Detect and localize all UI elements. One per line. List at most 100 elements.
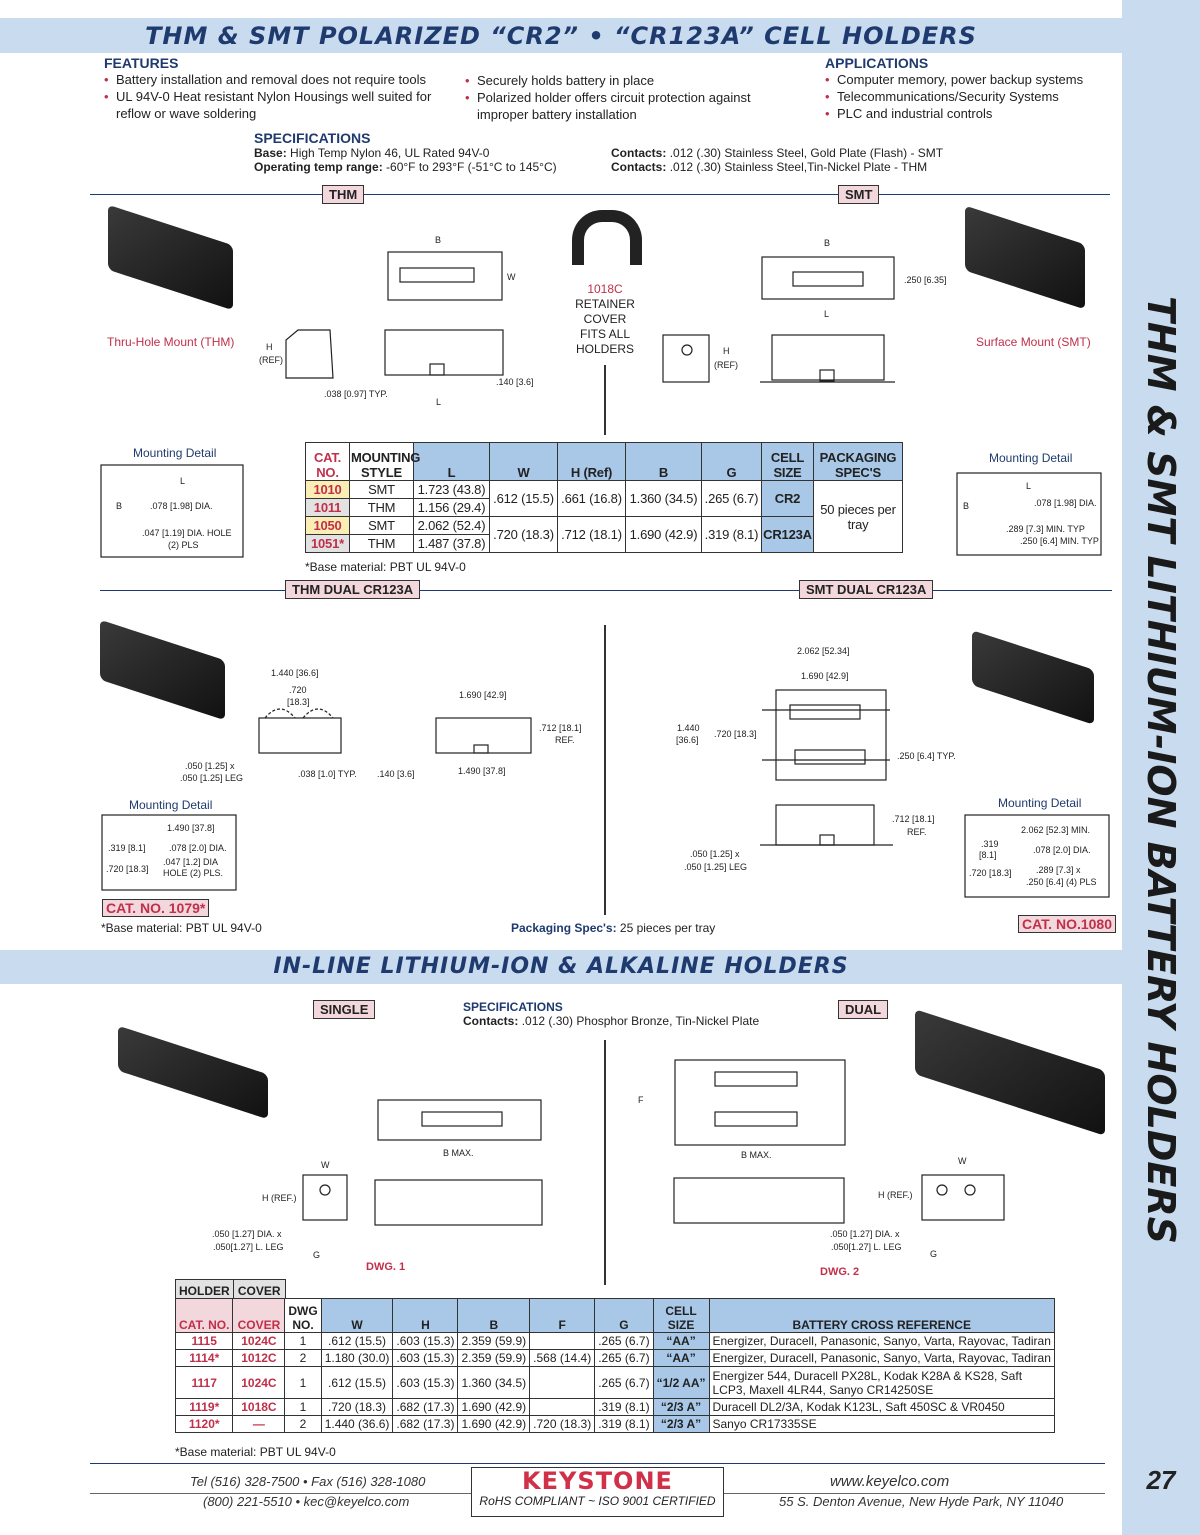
dim: .250 [6.4] (4) PLS bbox=[1026, 877, 1097, 887]
cat-no: 1011 bbox=[305, 498, 350, 517]
retainer-line: COVER bbox=[583, 312, 627, 326]
cell-dwg: 2 bbox=[284, 1349, 322, 1367]
col-g: G bbox=[594, 1298, 654, 1333]
cat-no: 1051* bbox=[305, 534, 350, 553]
cat-no-1080: CAT. NO.1080 bbox=[1018, 915, 1116, 933]
specifications: SPECIFICATIONS Base: High Temp Nylon 46,… bbox=[254, 130, 609, 174]
cat-no: 1050 bbox=[305, 516, 350, 535]
cell-g: .319 (8.1) bbox=[594, 1398, 654, 1416]
thm-holder-photo bbox=[108, 204, 233, 311]
col-b: B bbox=[625, 442, 702, 481]
cell-b: 2.359 (59.9) bbox=[457, 1349, 531, 1367]
application-item: Computer memory, power backup systems bbox=[825, 71, 1115, 88]
applications-heading: APPLICATIONS bbox=[825, 55, 929, 71]
contacts-smt: .012 (.30) Stainless Steel, Gold Plate (… bbox=[669, 146, 944, 160]
features-heading: FEATURES bbox=[104, 55, 179, 71]
dim: G bbox=[313, 1250, 321, 1260]
dim: REF. bbox=[907, 827, 927, 837]
inline-drawings bbox=[302, 1059, 1005, 1226]
cell-cat: 1120* bbox=[174, 1415, 234, 1433]
col-cat: CAT. NO. bbox=[305, 442, 350, 481]
style: SMT bbox=[349, 480, 414, 499]
features-col2: Securely holds battery in place Polarize… bbox=[465, 72, 765, 123]
cell-ref: Energizer, Duracell, Panasonic, Sanyo, V… bbox=[708, 1332, 1055, 1350]
cell-cat: 1117 bbox=[174, 1366, 234, 1399]
top-drawings bbox=[100, 251, 1102, 558]
dim-h-smt: H bbox=[723, 346, 730, 356]
dual-tag: DUAL bbox=[838, 1000, 889, 1019]
dim-140: .140 [3.6] bbox=[496, 377, 534, 387]
specs-heading: SPECIFICATIONS bbox=[463, 1000, 563, 1014]
dim-ref-smt: (REF) bbox=[714, 360, 738, 370]
cell-h: .603 (15.3) bbox=[392, 1349, 459, 1367]
col-f: F bbox=[529, 1298, 596, 1333]
cell-dwg: 1 bbox=[284, 1366, 322, 1399]
w: .612 (15.5) bbox=[489, 480, 558, 517]
md-l: L bbox=[180, 476, 186, 486]
title-band: THM & SMT POLARIZED “CR2” • “CR123A” CEL… bbox=[0, 18, 1122, 53]
cell-size: CR2 bbox=[761, 480, 814, 517]
dim: .050 [1.25] x bbox=[185, 761, 235, 771]
cell-f: .720 (18.3) bbox=[529, 1415, 596, 1433]
dim: G bbox=[930, 1249, 938, 1259]
dim: H (REF.) bbox=[262, 1193, 297, 1203]
col-w: W bbox=[489, 442, 558, 481]
certification: RoHS COMPLIANT ~ ISO 9001 CERTIFIED bbox=[479, 1494, 716, 1508]
md-b: B bbox=[963, 501, 970, 511]
dim: HOLE (2) PLS. bbox=[163, 868, 224, 878]
website-link[interactable]: www.keyelco.com bbox=[830, 1473, 950, 1490]
md-dia: .078 [1.98] DIA. bbox=[150, 501, 213, 511]
pack-value: 25 pieces per tray bbox=[619, 921, 716, 935]
col-h: H bbox=[392, 1298, 459, 1333]
dim: .712 [18.1] bbox=[539, 723, 582, 733]
dim: .289 [7.3] x bbox=[1036, 865, 1081, 875]
col-l: L bbox=[413, 442, 490, 481]
side-band bbox=[1122, 0, 1200, 1535]
section-title: IN-LINE LITHIUM-ION & ALKALINE HOLDERS bbox=[273, 954, 849, 979]
dwg-1-label: DWG. 1 bbox=[366, 1261, 406, 1273]
cell-b: 1.360 (34.5) bbox=[457, 1366, 531, 1399]
dim-ref: (REF) bbox=[259, 355, 283, 365]
cell-g: .265 (6.7) bbox=[594, 1349, 654, 1367]
dim: B MAX. bbox=[443, 1148, 474, 1158]
l: 1.487 (37.8) bbox=[413, 534, 490, 553]
cell-cell: “AA” bbox=[652, 1349, 710, 1367]
dwg-2-label: DWG. 2 bbox=[820, 1266, 860, 1278]
retainer-line: RETAINER bbox=[575, 297, 635, 311]
style: SMT bbox=[349, 516, 414, 535]
dim: .078 [2.0] DIA. bbox=[169, 843, 227, 853]
contacts-label: Contacts: bbox=[463, 1014, 519, 1028]
dim: [36.6] bbox=[676, 735, 699, 745]
col-cat: CAT. NO. bbox=[174, 1298, 234, 1333]
cell-g: .319 (8.1) bbox=[594, 1415, 654, 1433]
col-dwg: DWG NO. bbox=[284, 1298, 322, 1333]
dim: B MAX. bbox=[741, 1150, 772, 1160]
dim: 1.440 bbox=[677, 723, 700, 733]
dim: F bbox=[638, 1095, 644, 1105]
dim: .038 [1.0] TYP. bbox=[298, 769, 357, 779]
thm-caption: Thru-Hole Mount (THM) bbox=[107, 335, 235, 349]
cell-ref: Duracell DL2/3A, Kodak K123L, Saft 450SC… bbox=[708, 1398, 1055, 1416]
cell-cover: 1018C bbox=[232, 1398, 286, 1416]
g: .319 (8.1) bbox=[701, 516, 762, 553]
dim: .250 [6.4] TYP. bbox=[897, 751, 956, 761]
md-b: B bbox=[116, 501, 123, 511]
cell-w: .720 (18.3) bbox=[320, 1398, 394, 1416]
cell-cell: “AA” bbox=[652, 1332, 710, 1350]
dim-038: .038 [0.97] TYP. bbox=[324, 389, 388, 399]
cell-cat: 1119* bbox=[174, 1398, 234, 1416]
divider bbox=[90, 194, 1110, 195]
smt-holder-photo bbox=[965, 205, 1085, 310]
dim: 1.490 [37.8] bbox=[167, 823, 215, 833]
dim: .050 [1.25] LEG bbox=[180, 773, 244, 783]
md-pad: .289 [7.3] MIN. TYP bbox=[1006, 524, 1085, 534]
cell-h: .682 (17.3) bbox=[392, 1398, 459, 1416]
dim-b-smt: B bbox=[824, 238, 831, 248]
l: 2.062 (52.4) bbox=[413, 516, 490, 535]
cell-b: 1.690 (42.9) bbox=[457, 1415, 531, 1433]
mounting-detail-title: Mounting Detail bbox=[133, 446, 217, 460]
cell-dwg: 1 bbox=[284, 1398, 322, 1416]
dim: .720 bbox=[289, 685, 307, 695]
